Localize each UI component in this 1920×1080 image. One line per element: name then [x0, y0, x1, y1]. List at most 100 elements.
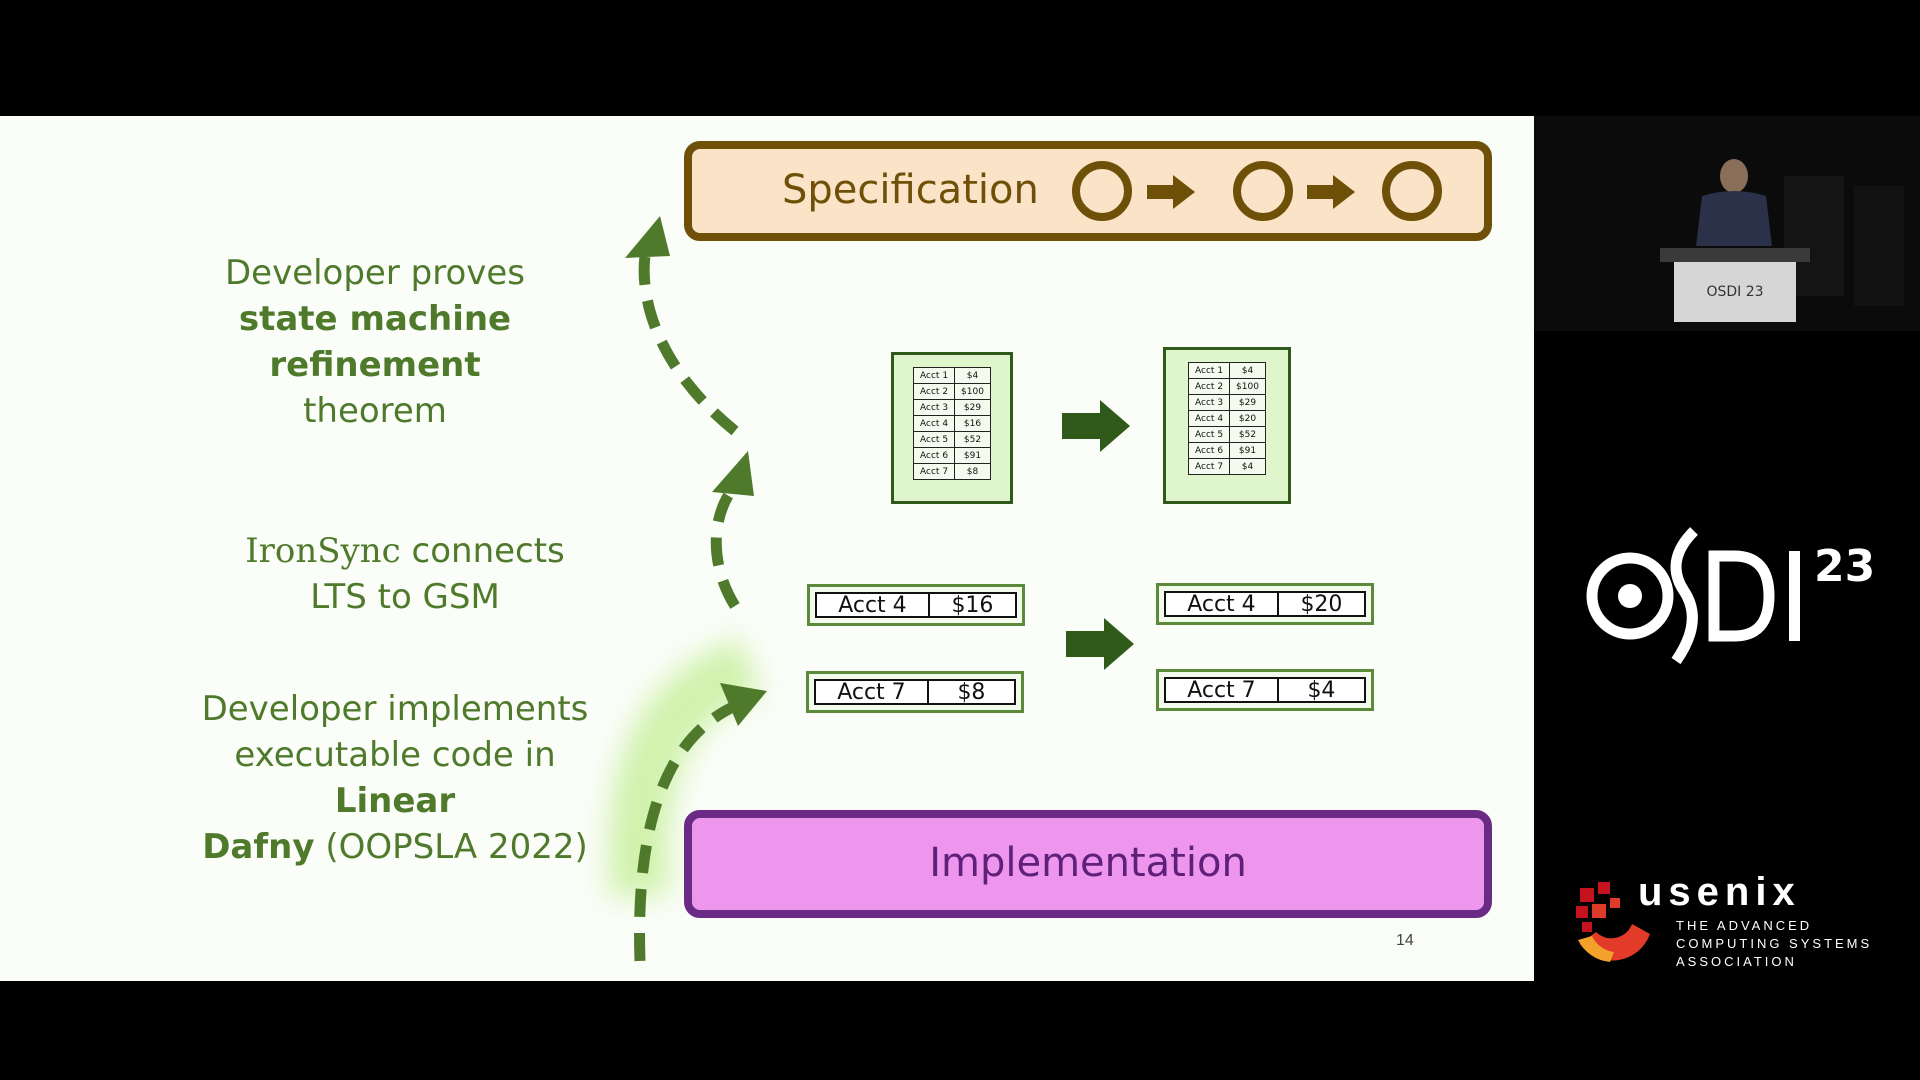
ledger-acct-cell: Acct 6 — [1188, 442, 1231, 459]
ledger-row: Acct 4$16 — [913, 415, 991, 432]
refinement-arrow-path — [638, 255, 739, 436]
entry-before-acct4: Acct 4 $16 — [807, 584, 1025, 626]
ironsync-line2: LTS to GSM — [310, 577, 500, 617]
osdi-logo: 23 — [1586, 527, 1875, 665]
ledger-row: Acct 7$8 — [913, 463, 991, 480]
refinement-arrow-head — [625, 216, 670, 258]
entry-acct: Acct 7 — [1166, 679, 1279, 703]
state-circle-3 — [1382, 161, 1442, 221]
proves-line3: theorem — [303, 391, 447, 431]
ledger-acct-cell: Acct 3 — [913, 399, 956, 416]
proves-text: Developer proves state machine refinemen… — [140, 250, 610, 434]
ledger-acct-cell: Acct 5 — [913, 431, 956, 448]
implements-line2-bold: Linear — [334, 781, 456, 821]
ledger-amount-cell: $4 — [1229, 458, 1266, 475]
ledger-row: Acct 5$52 — [1188, 426, 1266, 443]
ledger-amount-cell: $20 — [1229, 410, 1266, 427]
ironsync-rest: connects — [400, 531, 565, 571]
ledger-row: Acct 5$52 — [913, 431, 991, 448]
ledger-row: Acct 2$100 — [1188, 378, 1266, 395]
entry-amount: $8 — [957, 680, 986, 705]
implements-text: Developer implements executable code in … — [170, 686, 620, 870]
ledger-row: Acct 1$4 — [913, 367, 991, 384]
proves-line1: Developer proves — [224, 253, 526, 293]
implements-line3-rest: (OOPSLA 2022) — [314, 827, 588, 867]
usenix-wordmark: usenix — [1638, 870, 1801, 914]
ledger-acct-cell: Acct 1 — [1188, 362, 1231, 379]
implements-line1: Developer implements — [201, 689, 589, 729]
ledger-row: Acct 3$29 — [1188, 394, 1266, 411]
ironsync-text: IronSync connects LTS to GSM — [210, 528, 600, 620]
ledger-amount-cell: $8 — [954, 463, 991, 480]
ledger-amount-cell: $29 — [954, 399, 991, 416]
ledger-acct-cell: Acct 2 — [1188, 378, 1231, 395]
ledger-acct-cell: Acct 1 — [913, 367, 956, 384]
usenix-emblem-icon — [1576, 882, 1650, 962]
ledger-acct-cell: Acct 4 — [1188, 410, 1231, 427]
entry-amount: $16 — [951, 593, 994, 618]
ledger-row: Acct 4$20 — [1188, 410, 1266, 427]
ledger-acct-cell: Acct 2 — [913, 383, 956, 400]
entry-transition-arrow — [1066, 618, 1134, 670]
ledger-acct-cell: Acct 7 — [913, 463, 956, 480]
ironsync-name: IronSync — [245, 531, 401, 571]
ledger-row: Acct 1$4 — [1188, 362, 1266, 379]
svg-text:OSDI 23: OSDI 23 — [1706, 284, 1763, 300]
state-circle-1 — [1072, 161, 1132, 221]
glow-shape — [608, 637, 762, 899]
ledger-amount-cell: $4 — [954, 367, 991, 384]
ledger-acct-cell: Acct 4 — [913, 415, 956, 432]
usenix-tagline-3: ASSOCIATION — [1676, 954, 1797, 969]
page-number: 14 — [1396, 932, 1414, 949]
usenix-tagline-1: THE ADVANCED — [1676, 918, 1813, 933]
entry-before-acct7: Acct 7 $8 — [806, 671, 1024, 713]
implementation-box: Implementation — [684, 810, 1492, 918]
entry-after-acct7: Acct 7 $4 — [1156, 669, 1374, 711]
slide: Developer proves state machine refinemen… — [0, 116, 1534, 981]
entry-amount: $20 — [1300, 592, 1343, 617]
entry-amount: $4 — [1307, 678, 1336, 703]
presenter-video-icon: OSDI 23 — [1534, 116, 1920, 331]
ledger-acct-cell: Acct 5 — [1188, 426, 1231, 443]
ledger-amount-cell: $52 — [1229, 426, 1266, 443]
ledger-row: Acct 2$100 — [913, 383, 991, 400]
entry-acct: Acct 7 — [816, 681, 929, 705]
ledger-row: Acct 6$91 — [1188, 442, 1266, 459]
side-panel: OSDI 23 23 — [1534, 116, 1920, 981]
ledger-amount-cell: $16 — [954, 415, 991, 432]
implement-arrow-head — [720, 683, 767, 726]
implement-arrow-path — [634, 701, 738, 962]
implements-line3-bold: Dafny — [202, 827, 315, 867]
ledger-row: Acct 6$91 — [913, 447, 991, 464]
ledger-acct-cell: Acct 6 — [913, 447, 956, 464]
ledger-row: Acct 7$4 — [1188, 458, 1266, 475]
entry-acct: Acct 4 — [1166, 593, 1279, 617]
ledger-amount-cell: $4 — [1229, 362, 1266, 379]
specification-box: Specification — [684, 141, 1492, 241]
implements-line2-pre: executable code in — [234, 735, 556, 775]
proves-line2: state machine refinement — [238, 299, 512, 385]
state-arrow-2 — [1307, 175, 1355, 209]
ledger-acct-cell: Acct 7 — [1188, 458, 1231, 475]
ledger-amount-cell: $52 — [954, 431, 991, 448]
dashed-arrows — [608, 216, 767, 962]
ledger-acct-cell: Acct 3 — [1188, 394, 1231, 411]
state-arrow-1 — [1147, 175, 1195, 209]
ledger-amount-cell: $91 — [1229, 442, 1266, 459]
ledger-amount-cell: $29 — [1229, 394, 1266, 411]
ledger-amount-cell: $100 — [1229, 378, 1266, 395]
state-circle-2 — [1233, 161, 1293, 221]
specification-label: Specification — [782, 167, 1039, 213]
ledger-amount-cell: $91 — [954, 447, 991, 464]
entry-acct: Acct 4 — [817, 594, 930, 618]
implementation-label: Implementation — [929, 840, 1247, 886]
ironsync-arrow-head — [712, 451, 754, 496]
ledger-amount-cell: $100 — [954, 383, 991, 400]
usenix-tagline-2: COMPUTING SYSTEMS — [1676, 936, 1873, 951]
ledger-row: Acct 3$29 — [913, 399, 991, 416]
osdi-year: 23 — [1814, 541, 1875, 592]
